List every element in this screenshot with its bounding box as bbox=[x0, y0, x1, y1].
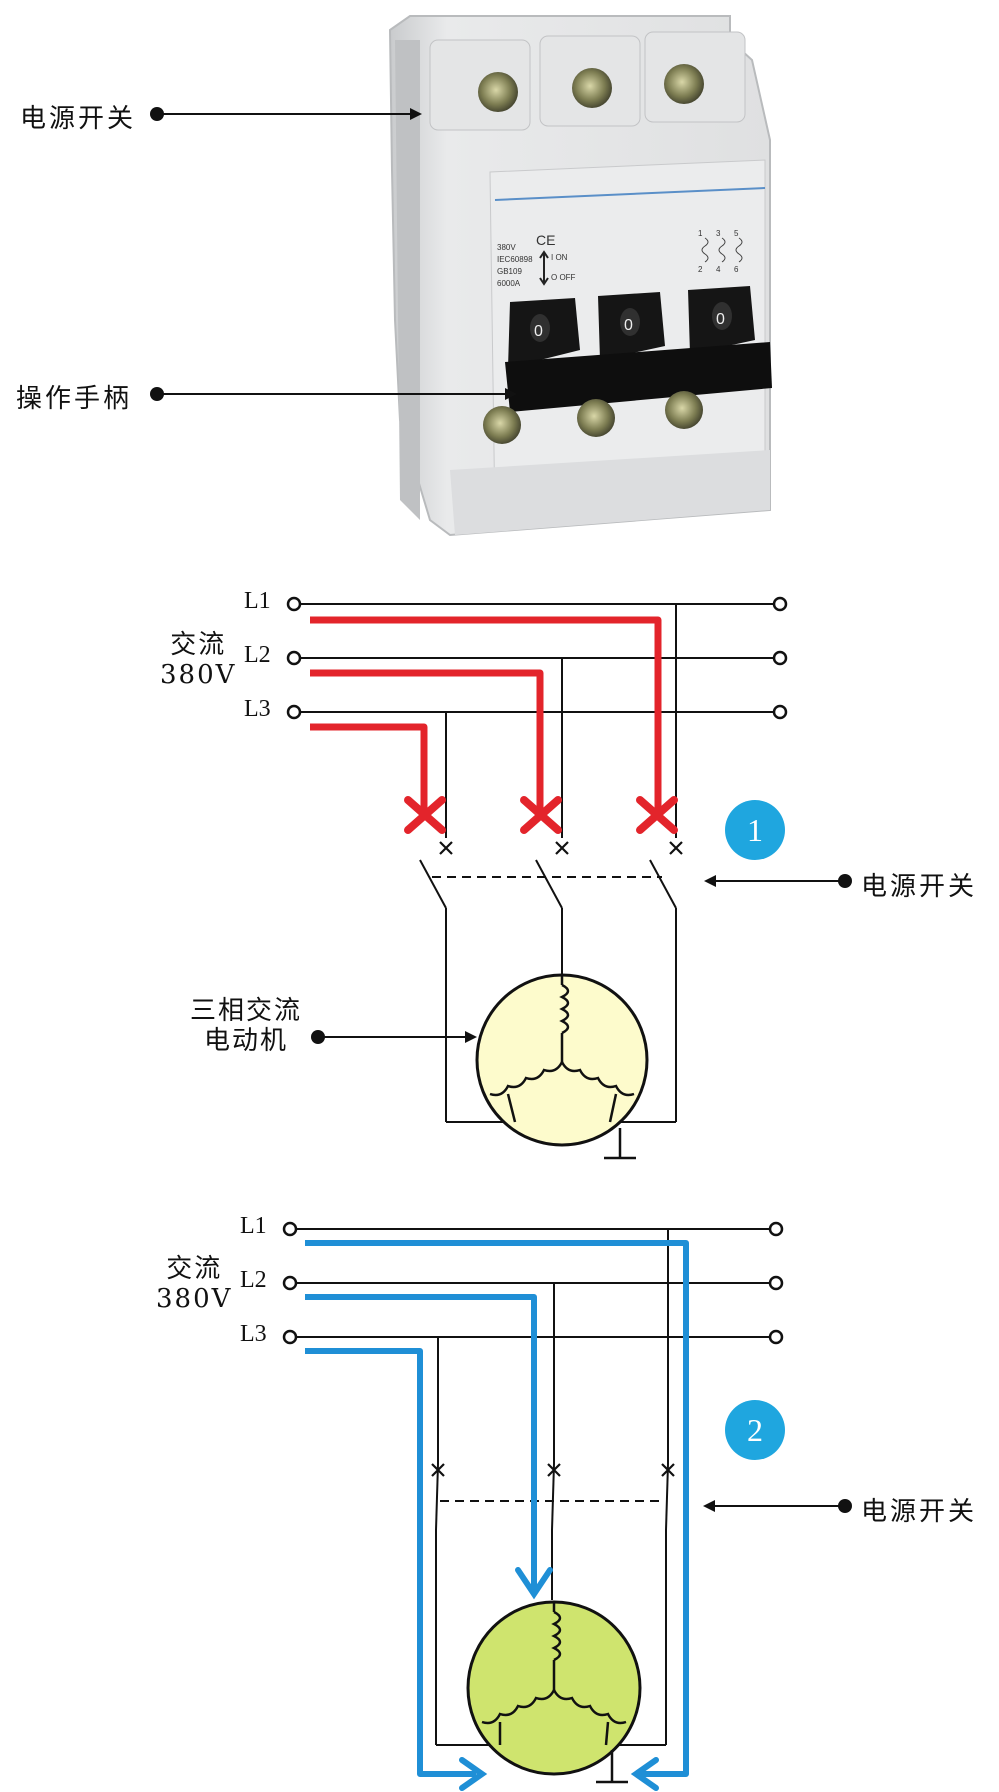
ground-icon bbox=[604, 1128, 636, 1160]
screw-icon bbox=[664, 64, 704, 104]
motor-icon bbox=[466, 1600, 642, 1776]
handle-mark: 0 bbox=[716, 311, 725, 328]
rating-text: 6000A bbox=[497, 279, 521, 288]
terminal-icon bbox=[282, 1221, 784, 1345]
rating-text: 380V bbox=[497, 243, 516, 252]
toggle-handles: 0 0 0 bbox=[505, 286, 772, 412]
handle-mark: 0 bbox=[624, 317, 633, 334]
source-label: 交流 bbox=[170, 630, 227, 660]
motor-label-line1: 三相交流 bbox=[190, 996, 303, 1026]
pole-mark: 3 bbox=[716, 229, 721, 238]
motor-label-line2: 电动机 bbox=[204, 1026, 289, 1056]
step-badge-2: 2 bbox=[725, 1400, 785, 1460]
source-label-2: 交流 380V bbox=[156, 1254, 232, 1314]
rating-text: IEC60898 bbox=[497, 255, 533, 264]
contact-x-icon bbox=[439, 841, 683, 855]
off-text: O OFF bbox=[551, 273, 576, 282]
power-switch-label: 电源开关 bbox=[20, 104, 137, 134]
motor-label: 三相交流 电动机 bbox=[190, 996, 302, 1056]
line-label-l1: L1 bbox=[244, 588, 271, 614]
winding-icon bbox=[489, 975, 635, 1123]
handle-label: 操作手柄 bbox=[16, 384, 133, 414]
on-off-arrow-icon bbox=[539, 250, 549, 286]
terminal-icon bbox=[286, 596, 788, 720]
source-voltage: 380V bbox=[156, 1284, 233, 1314]
source-label: 交流 bbox=[166, 1254, 223, 1284]
switch-label-1: 电源开关 bbox=[861, 872, 978, 902]
pole-mark: 2 bbox=[698, 265, 703, 274]
circuit-breaker-photo: CE 380V IEC60898 GB109 6000A I ON O OFF … bbox=[150, 15, 772, 537]
contact-x-icon bbox=[431, 1463, 675, 1477]
line-label-l1: L1 bbox=[240, 1213, 267, 1239]
on-text: I ON bbox=[551, 253, 568, 262]
pole-mark: 6 bbox=[734, 265, 739, 274]
line-label-l3: L3 bbox=[240, 1321, 267, 1347]
screw-icon bbox=[577, 399, 615, 437]
ground-icon bbox=[596, 1750, 628, 1784]
winding-icon bbox=[481, 1602, 627, 1746]
handle-mark: 0 bbox=[534, 323, 543, 340]
step-badge-1: 1 bbox=[725, 800, 785, 860]
pole-mark: 1 bbox=[698, 229, 703, 238]
pole-symbol-icon bbox=[701, 237, 743, 263]
line-label-l2: L2 bbox=[240, 1267, 267, 1293]
line-label-l3: L3 bbox=[244, 696, 271, 722]
source-label-1: 交流 380V bbox=[160, 630, 236, 690]
ce-mark: CE bbox=[536, 232, 555, 248]
screw-icon bbox=[478, 72, 518, 112]
switch-label-2: 电源开关 bbox=[861, 1497, 978, 1527]
arrow-icon bbox=[459, 1567, 659, 1791]
screw-icon bbox=[483, 406, 521, 444]
line-label-l2: L2 bbox=[244, 642, 271, 668]
blocked-x-icon bbox=[404, 796, 678, 834]
screw-icon bbox=[572, 68, 612, 108]
rating-text: GB109 bbox=[497, 267, 522, 276]
pole-mark: 4 bbox=[716, 265, 721, 274]
source-voltage: 380V bbox=[160, 660, 237, 690]
pole-mark: 5 bbox=[734, 229, 739, 238]
screw-icon bbox=[665, 391, 703, 429]
motor-icon bbox=[475, 973, 649, 1147]
